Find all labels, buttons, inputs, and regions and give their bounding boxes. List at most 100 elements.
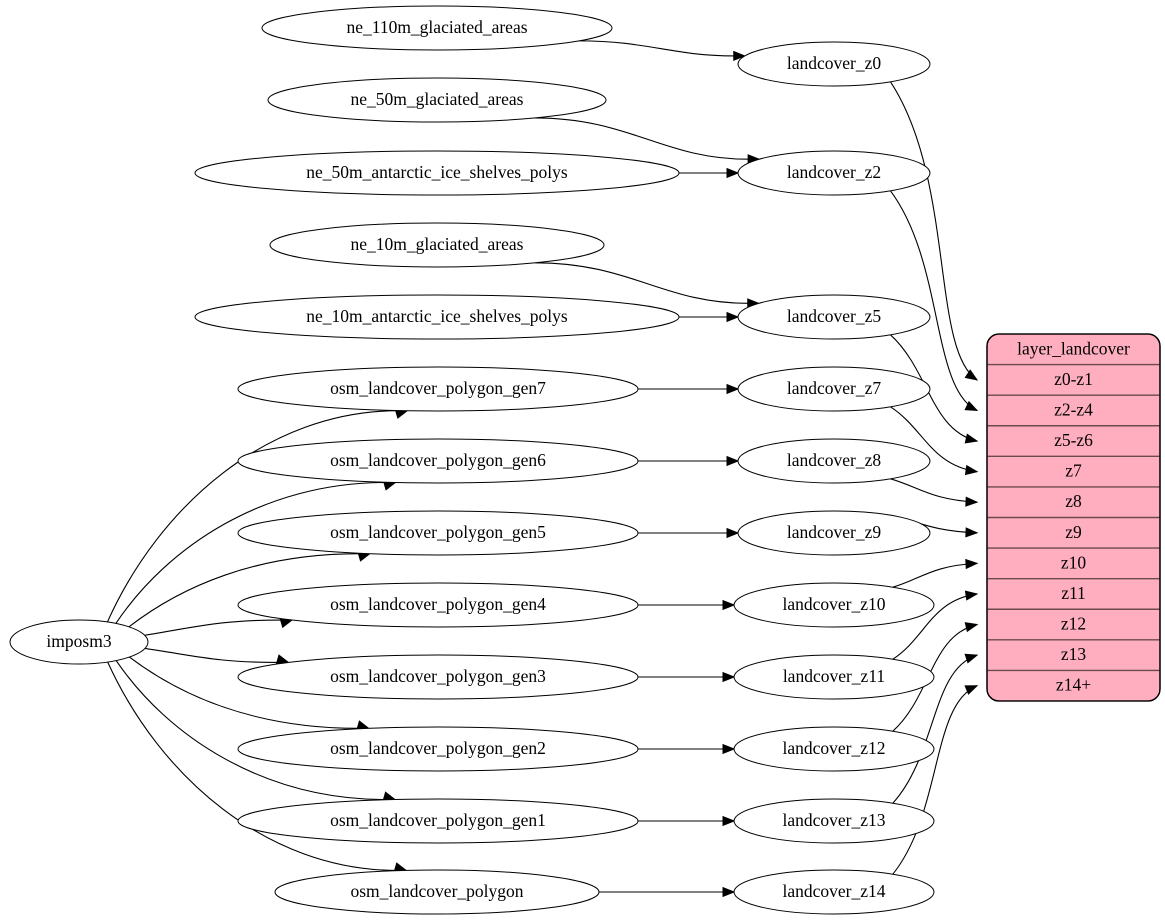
table-row-label: z13 (1061, 644, 1087, 664)
edge-landcover_z10-to-layer_landcover:z10 (892, 558, 979, 588)
node-shape (733, 654, 935, 700)
node-landcover_z2[interactable]: landcover_z2 (737, 150, 931, 196)
node-shape (237, 510, 639, 556)
table-row-z10[interactable]: z10 (987, 547, 1160, 572)
node-ne_50m_antarctic_ice_shelves_polys[interactable]: ne_50m_antarctic_ice_shelves_polys (194, 150, 680, 196)
node-landcover_z5[interactable]: landcover_z5 (737, 294, 931, 340)
node-landcover_z7[interactable]: landcover_z7 (737, 366, 931, 412)
table-row-z8[interactable]: z8 (987, 486, 1160, 511)
arrowhead-icon (726, 311, 740, 323)
node-shape (237, 798, 639, 844)
node-label: landcover_z7 (787, 378, 882, 398)
table-outline (986, 333, 1161, 702)
edge-line (144, 647, 278, 663)
table-row-z14+[interactable]: z14+ (987, 669, 1160, 695)
node-landcover_z9[interactable]: landcover_z9 (737, 510, 931, 556)
node-shape (737, 150, 931, 196)
arrowhead-icon (722, 886, 736, 898)
node-label: osm_landcover_polygon_gen1 (330, 810, 546, 830)
node-shape (237, 582, 639, 628)
arrowhead-icon (964, 400, 979, 412)
node-shape (737, 366, 931, 412)
edge-line (107, 661, 398, 871)
node-shape (237, 438, 639, 484)
nodes-layer: imposm3 ne_110m_glaciated_areas ne_50m_gla… (9, 5, 935, 915)
node-landcover_z14[interactable]: landcover_z14 (733, 869, 935, 915)
table-row-label: z0-z1 (1054, 369, 1093, 389)
node-osm_landcover_polygon_gen4[interactable]: osm_landcover_polygon_gen4 (237, 582, 639, 628)
arrowhead-icon (964, 590, 979, 601)
edge-landcover_z0-to-layer_landcover:z0-z1 (890, 81, 979, 381)
table-row-z5-z6[interactable]: z5-z6 (987, 425, 1160, 450)
table-row-z7[interactable]: z7 (987, 455, 1160, 481)
node-ne_10m_glaciated_areas[interactable]: ne_10m_glaciated_areas (269, 222, 605, 268)
node-label: landcover_z2 (787, 162, 881, 182)
edge-landcover_z13-to-layer_landcover:z13 (892, 653, 979, 804)
table-row-z12[interactable]: z12 (987, 608, 1160, 634)
table-row-label: z5-z6 (1054, 430, 1093, 450)
node-shape (733, 726, 935, 772)
node-shape (194, 150, 680, 196)
table-row-label: z9 (1065, 522, 1082, 542)
arrowhead-icon (722, 599, 736, 611)
edge-ne_50m_antarctic_ice_shelves_polys-to-landcover_z2 (679, 167, 740, 179)
node-shape (237, 726, 639, 772)
node-osm_landcover_polygon_gen6[interactable]: osm_landcover_polygon_gen6 (237, 438, 639, 484)
table-row-z11[interactable]: z11 (987, 577, 1160, 603)
table-row-z0-z1[interactable]: z0-z1 (987, 363, 1160, 389)
node-osm_landcover_polygon_gen7[interactable]: osm_landcover_polygon_gen7 (237, 366, 639, 412)
node-label: ne_10m_antarctic_ice_shelves_polys (306, 306, 568, 326)
node-label: ne_10m_glaciated_areas (351, 234, 524, 254)
edge-ne_10m_antarctic_ice_shelves_polys-to-landcover_z5 (679, 311, 740, 323)
node-osm_landcover_polygon_gen3[interactable]: osm_landcover_polygon_gen3 (237, 654, 639, 700)
node-label: ne_50m_glaciated_areas (351, 89, 524, 109)
node-ne_10m_antarctic_ice_shelves_polys[interactable]: ne_10m_antarctic_ice_shelves_polys (194, 294, 680, 340)
arrowhead-icon (722, 743, 736, 755)
node-label: osm_landcover_polygon_gen3 (330, 666, 546, 686)
edge-imposm3-to-osm_landcover_polygon_gen3 (144, 647, 290, 665)
node-shape (733, 582, 935, 628)
table-layer_landcover[interactable]: layer_landcoverz0-z1z2-z4z5-z6z7z8z9z10z… (986, 333, 1161, 702)
table-row-label: z11 (1061, 583, 1086, 603)
node-ne_50m_glaciated_areas[interactable]: ne_50m_glaciated_areas (267, 77, 607, 123)
edge-osm_landcover_polygon_gen6-to-landcover_z8 (638, 455, 740, 467)
edge-line (890, 190, 978, 411)
node-label: landcover_z12 (782, 738, 885, 758)
node-imposm3[interactable]: imposm3 (9, 619, 149, 665)
node-osm_landcover_polygon_gen2[interactable]: osm_landcover_polygon_gen2 (237, 726, 639, 772)
node-shape (737, 41, 931, 87)
edge-landcover_z7-to-layer_landcover:z7 (890, 406, 979, 476)
edge-line (890, 334, 978, 442)
arrowhead-icon (726, 527, 740, 539)
node-label: landcover_z10 (782, 594, 885, 614)
table-row-z9[interactable]: z9 (987, 516, 1160, 542)
node-osm_landcover_polygon_gen1[interactable]: osm_landcover_polygon_gen1 (237, 798, 639, 844)
node-shape (237, 366, 639, 412)
node-landcover_z11[interactable]: landcover_z11 (733, 654, 935, 700)
edge-landcover_z8-to-layer_landcover:z8 (890, 478, 979, 507)
node-osm_landcover_polygon[interactable]: osm_landcover_polygon (274, 869, 600, 915)
edges-layer (106, 40, 979, 898)
arrowhead-icon (722, 671, 736, 683)
node-label: osm_landcover_polygon_gen7 (330, 378, 546, 398)
edge-imposm3-to-osm_landcover_polygon_gen6 (115, 480, 397, 624)
edge-osm_landcover_polygon_gen1-to-landcover_z13 (638, 815, 736, 827)
node-landcover_z12[interactable]: landcover_z12 (733, 726, 935, 772)
node-landcover_z13[interactable]: landcover_z13 (733, 798, 935, 844)
node-label: landcover_z0 (787, 53, 882, 73)
node-landcover_z8[interactable]: landcover_z8 (737, 438, 931, 484)
edge-line (128, 553, 360, 628)
node-ne_110m_glaciated_areas[interactable]: ne_110m_glaciated_areas (261, 5, 613, 51)
arrowhead-icon (965, 496, 979, 507)
node-label: landcover_z9 (787, 522, 882, 542)
node-shape (737, 438, 931, 484)
node-landcover_z10[interactable]: landcover_z10 (733, 582, 935, 628)
edge-landcover_z2-to-layer_landcover:z2-z4 (890, 190, 979, 412)
node-label: landcover_z14 (782, 881, 885, 901)
edge-line (144, 619, 282, 636)
node-landcover_z0[interactable]: landcover_z0 (737, 41, 931, 87)
node-osm_landcover_polygon_gen5[interactable]: osm_landcover_polygon_gen5 (237, 510, 639, 556)
table-row-z2-z4[interactable]: z2-z4 (987, 394, 1160, 419)
table-row-z13[interactable]: z13 (987, 639, 1160, 664)
edge-imposm3-to-osm_landcover_polygon_gen5 (128, 551, 372, 628)
